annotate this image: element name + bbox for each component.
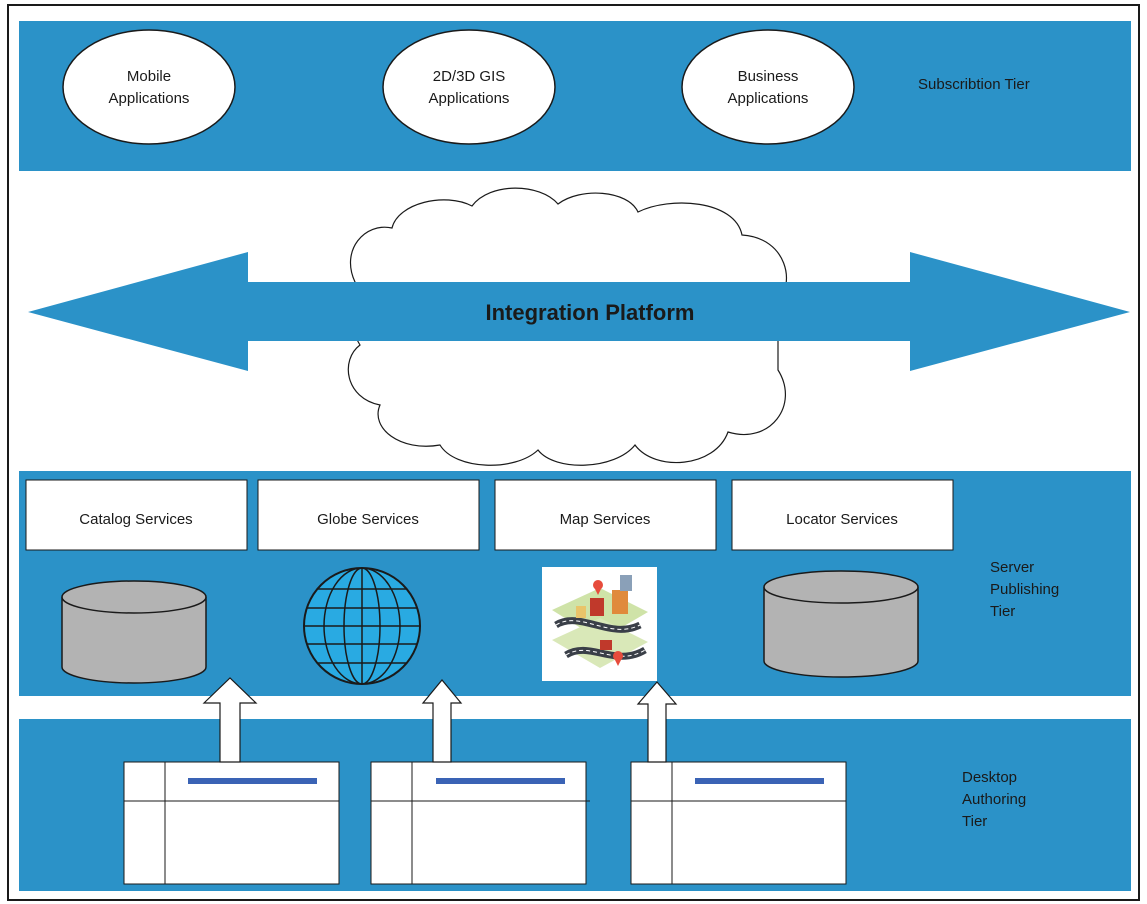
- server-tier-label-line2: Publishing: [990, 581, 1059, 598]
- server-tier-label-line1: Server: [990, 559, 1034, 576]
- upward-arrow-icon: [636, 681, 678, 763]
- business-applications-ellipse: Business Applications: [681, 29, 855, 145]
- locator-services-box: Locator Services: [731, 479, 954, 551]
- globe-icon: [303, 567, 421, 685]
- service-label: Map Services: [560, 511, 651, 528]
- desktop-tier-label-line1: Desktop: [962, 769, 1017, 786]
- map-services-box: Map Services: [494, 479, 717, 551]
- desktop-document-icon: [123, 761, 340, 885]
- integration-platform-label: Integration Platform: [485, 300, 694, 325]
- app-label-line2: Applications: [109, 90, 190, 107]
- service-label: Globe Services: [317, 511, 419, 528]
- database-cylinder-icon: [61, 580, 207, 684]
- app-label-line1: 2D/3D GIS: [433, 68, 506, 85]
- app-label-line2: Applications: [728, 90, 809, 107]
- app-label-line2: Applications: [429, 90, 510, 107]
- app-label-line1: Business: [738, 68, 799, 85]
- desktop-document-icon: [630, 761, 847, 885]
- mobile-applications-ellipse: Mobile Applications: [62, 29, 236, 145]
- city-map-icon: [542, 567, 657, 681]
- desktop-tier-label-line3: Tier: [962, 813, 987, 830]
- app-label-line1: Mobile: [127, 68, 171, 85]
- subscription-tier-label: Subscribtion Tier: [918, 76, 1030, 93]
- upward-arrow-icon: [421, 679, 463, 763]
- upward-arrow-icon: [202, 677, 258, 763]
- catalog-services-box: Catalog Services: [25, 479, 248, 551]
- globe-services-box: Globe Services: [257, 479, 480, 551]
- desktop-tier-label-line2: Authoring: [962, 791, 1026, 808]
- server-tier-label-line3: Tier: [990, 603, 1015, 620]
- service-label: Locator Services: [786, 511, 898, 528]
- service-label: Catalog Services: [79, 511, 192, 528]
- database-cylinder-icon: [763, 570, 919, 678]
- gis-applications-ellipse: 2D/3D GIS Applications: [382, 29, 556, 145]
- desktop-document-icon: [370, 761, 590, 885]
- integration-double-arrow: [28, 252, 1130, 371]
